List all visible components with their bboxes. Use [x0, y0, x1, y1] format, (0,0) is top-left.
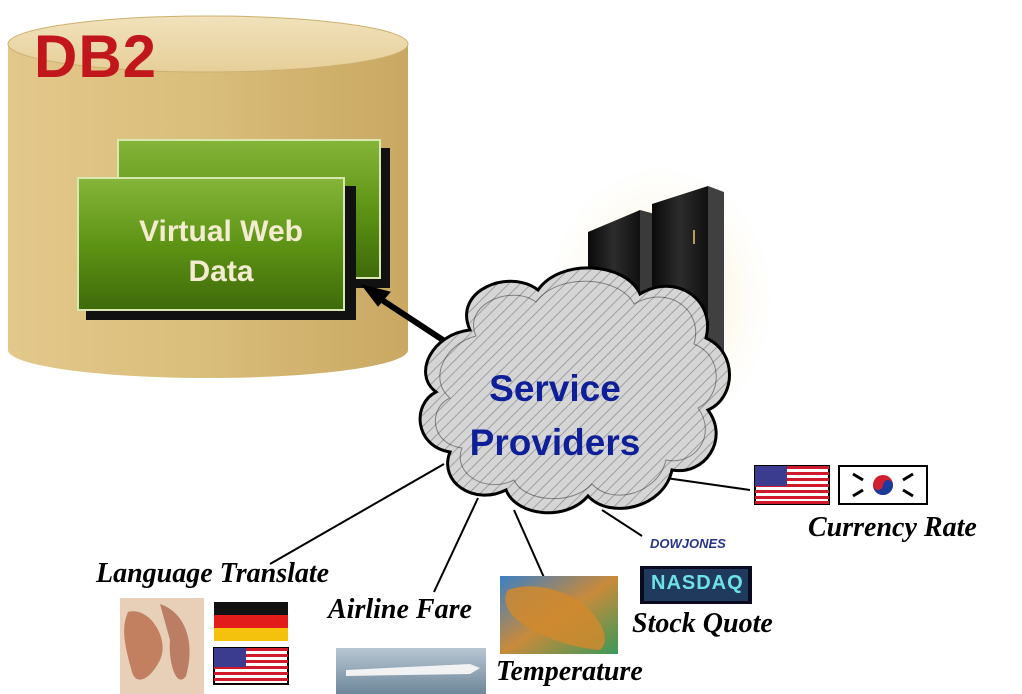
database-title: DB2	[34, 23, 158, 90]
virtual-web-line2: Data	[188, 255, 254, 288]
virtual-web-front-box	[77, 177, 356, 320]
dowjones-logo: DOWJONES	[650, 536, 726, 551]
stock-quote-label: Stock Quote	[632, 608, 773, 639]
virtual-web-label: Virtual Web Data	[92, 212, 350, 292]
translation-picture-icon	[120, 598, 204, 694]
cloud-label: Service Providers	[440, 362, 670, 470]
cloud-line2: Providers	[469, 422, 641, 463]
connector-lines	[269, 463, 751, 593]
currency-rate-label: Currency Rate	[808, 512, 977, 543]
virtual-web-line1: Virtual Web	[139, 215, 303, 248]
airplane-icon	[336, 648, 486, 694]
cloud-line1: Service	[489, 368, 621, 409]
nasdaq-logo-text: NASDAQ	[651, 572, 744, 594]
nasdaq-logo-icon	[640, 566, 752, 604]
airline-fare-label: Airline Fare	[328, 594, 472, 625]
germany-flag-icon	[214, 602, 288, 641]
weather-map-icon	[500, 576, 618, 654]
us-flag-icon	[213, 647, 289, 685]
cloud-icon	[418, 266, 731, 515]
us-flag-icon	[754, 465, 830, 505]
temperature-label: Temperature	[496, 656, 643, 687]
language-translate-label: Language Translate	[96, 558, 330, 589]
korea-flag-icon	[838, 465, 928, 505]
